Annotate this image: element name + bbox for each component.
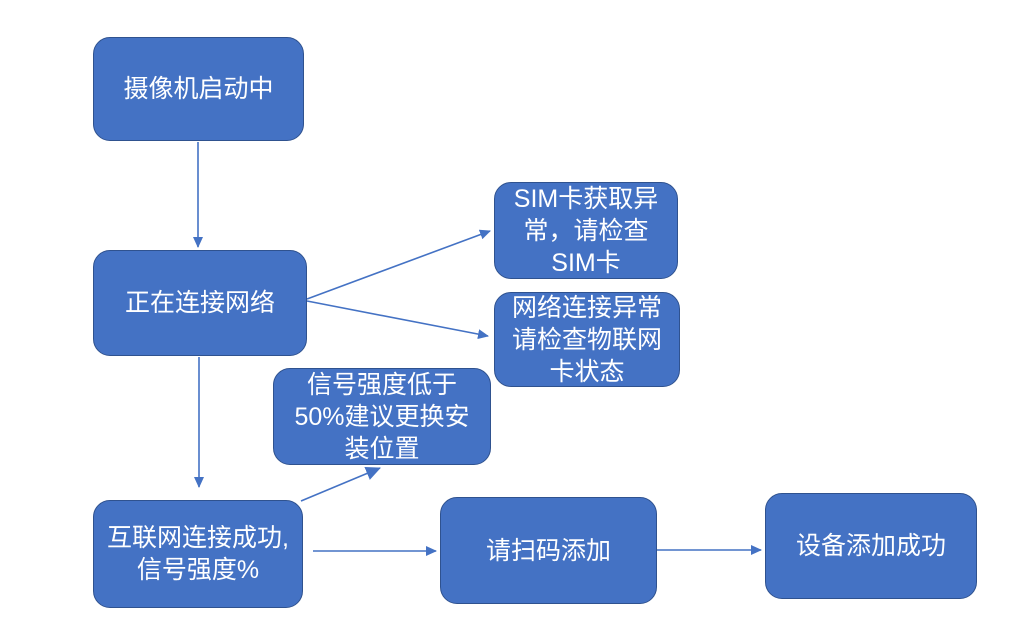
node-internet-success: 互联网连接成功, 信号强度% xyxy=(93,500,303,608)
arrow-internet-success-to-signal-low xyxy=(300,466,381,502)
node-scan-code: 请扫码添加 xyxy=(440,497,657,604)
node-camera-starting-label: 摄像机启动中 xyxy=(123,75,274,103)
node-scan-code-label: 请扫码添加 xyxy=(485,536,611,565)
node-internet-success-label: 互联网连接成功, 信号强度% xyxy=(107,524,289,584)
arrow-connecting-to-sim-error xyxy=(306,229,491,300)
node-signal-low-label: 信号强度低于 50%建议更换安 装位置 xyxy=(294,370,470,463)
node-connecting-network: 正在连接网络 xyxy=(93,250,307,356)
node-network-error-label: 网络连接异常 请检查物联网 卡状态 xyxy=(511,293,662,386)
node-device-added: 设备添加成功 xyxy=(765,493,977,599)
node-sim-error-label: SIM卡获取异 常，请检查 SIM卡 xyxy=(513,184,659,277)
node-network-error: 网络连接异常 请检查物联网 卡状态 xyxy=(494,292,680,387)
node-device-added-label: 设备添加成功 xyxy=(795,532,946,560)
node-connecting-network-label: 正在连接网络 xyxy=(124,289,275,317)
node-camera-starting: 摄像机启动中 xyxy=(93,37,304,141)
node-sim-error: SIM卡获取异 常，请检查 SIM卡 xyxy=(494,182,678,279)
node-signal-low: 信号强度低于 50%建议更换安 装位置 xyxy=(273,368,491,465)
arrow-connecting-to-network-error xyxy=(306,300,489,340)
